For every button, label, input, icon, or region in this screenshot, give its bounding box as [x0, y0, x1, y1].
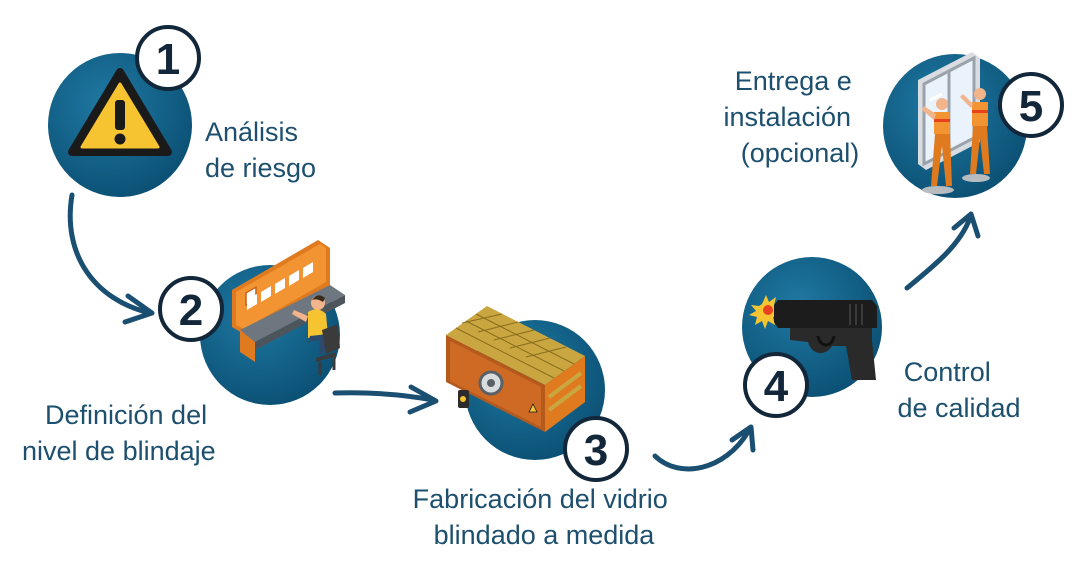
step-3-number: 3 — [584, 426, 608, 475]
step-3-label-line: blindado a medida — [434, 520, 656, 550]
arrow-1-to-2 — [67, 192, 155, 325]
step-3-label: Fabricación del vidrio blindado a medida — [413, 484, 676, 550]
step-5-label-line: Entrega e — [735, 66, 852, 96]
step-1: 1 Análisis de riesgo — [48, 25, 316, 197]
glass-machine-icon — [446, 306, 585, 432]
step-1-badge: 1 — [135, 25, 201, 91]
control-desk-icon — [232, 240, 345, 375]
step-1-label-line: Análisis — [205, 117, 298, 147]
step-2: 2 Definición del nivel de blindaje — [22, 240, 345, 466]
step-3-label-line: Fabricación del vidrio — [413, 484, 668, 514]
step-2-label-line: Definición del — [45, 400, 207, 430]
step-2-label: Definición del nivel de blindaje — [22, 400, 216, 466]
installers-icon — [918, 52, 990, 194]
step-1-number: 1 — [156, 35, 180, 84]
step-4: 4 Control de calidad — [742, 257, 1021, 423]
step-3-badge: 3 — [563, 416, 629, 482]
muzzle-flash — [749, 295, 782, 329]
warning-icon — [68, 68, 172, 156]
arrow-2-to-3 — [332, 384, 439, 415]
step-2-label-line: nivel de blindaje — [22, 436, 216, 466]
step-4-badge: 4 — [743, 352, 809, 418]
arrow-4-to-5 — [904, 211, 981, 291]
step-4-label-line: Control — [904, 357, 991, 387]
step-5-badge: 5 — [998, 72, 1064, 138]
step-1-label-line: de riesgo — [205, 153, 316, 183]
step-5-label: Entrega e instalación (opcional) — [723, 66, 859, 168]
step-5-label-line: instalación — [723, 102, 851, 132]
pistol-icon — [749, 295, 877, 380]
step-2-number: 2 — [179, 286, 203, 335]
step-5-label-line: (opcional) — [741, 138, 860, 168]
step-4-label-line: de calidad — [897, 393, 1020, 423]
arrow-3-to-4 — [652, 424, 756, 472]
step-5-number: 5 — [1019, 82, 1043, 131]
step-5: 5 Entrega e instalación (opcional) — [723, 52, 1064, 198]
step-4-label: Control de calidad — [897, 357, 1020, 423]
step-2-badge: 2 — [158, 276, 224, 342]
step-1-label: Análisis de riesgo — [205, 117, 316, 183]
step-4-number: 4 — [764, 362, 789, 411]
step-3: 3 Fabricación del vidrio blindado a medi… — [413, 306, 676, 550]
